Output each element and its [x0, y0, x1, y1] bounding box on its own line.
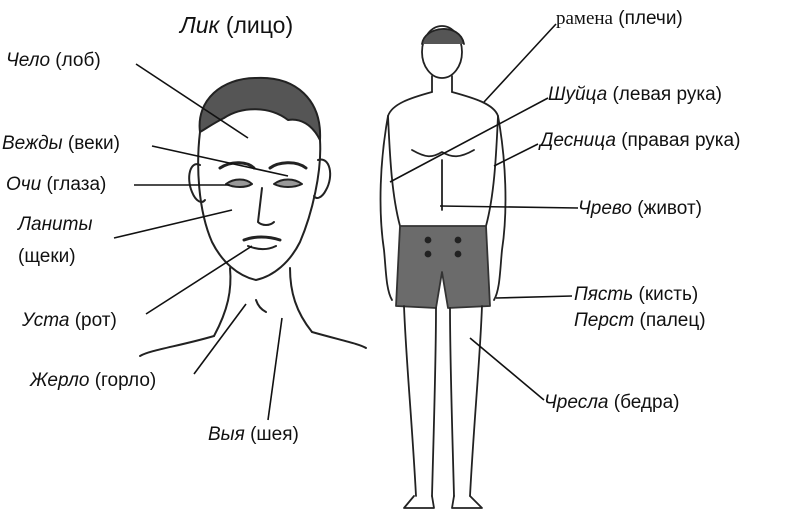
label-cheeks-old-word: Ланиты: [18, 214, 92, 235]
label-throat-modern: (горло): [95, 370, 157, 391]
label-cheeks-modern: (щеки): [18, 246, 76, 268]
face-drawing: [140, 78, 366, 356]
label-shoulders-modern: (плечи): [618, 8, 682, 29]
label-right-hand: Десница (правая рука): [540, 130, 740, 152]
label-belly-modern: (живот): [637, 198, 702, 219]
pointer-lines: [114, 24, 578, 420]
label-throat-old: Жерло: [30, 370, 89, 391]
label-right-hand-modern: (правая рука): [621, 130, 740, 151]
label-finger: Перст (палец): [574, 310, 706, 332]
label-brow-modern: (лоб): [55, 50, 100, 71]
label-neck-old: Выя: [208, 424, 245, 445]
label-belly-old: Чрево: [578, 198, 632, 219]
label-belly: Чрево (живот): [578, 198, 702, 220]
label-wrist: Пясть (кисть): [574, 284, 698, 306]
title-old-word: Лик: [180, 12, 219, 38]
label-mouth-old: Уста: [22, 310, 69, 331]
label-eyelids: Вежды (веки): [2, 133, 120, 155]
label-left-hand-old: Шуйца: [548, 84, 607, 105]
label-wrist-modern: (кисть): [639, 284, 699, 305]
label-eyes-old: Очи: [6, 174, 41, 195]
label-brow-old: Чело: [6, 50, 50, 71]
label-shoulders: рамена (плечи): [556, 8, 683, 30]
label-hips-old: Чресла: [544, 392, 609, 413]
title-modern-word: (лицо): [226, 12, 293, 38]
label-brow: Чело (лоб): [6, 50, 101, 72]
label-cheeks-modern-word: (щеки): [18, 246, 76, 267]
label-neck: Выя (шея): [208, 424, 299, 446]
label-cheeks-old: Ланиты: [18, 214, 92, 236]
label-eyes-modern: (глаза): [46, 174, 106, 195]
label-eyes: Очи (глаза): [6, 174, 106, 196]
label-left-hand: Шуйца (левая рука): [548, 84, 722, 106]
label-left-hand-modern: (левая рука): [612, 84, 721, 105]
label-mouth: Уста (рот): [22, 310, 117, 332]
label-shoulders-old: рамена: [556, 8, 613, 29]
label-hips: Чресла (бедра): [544, 392, 679, 414]
label-right-hand-old: Десница: [540, 130, 616, 151]
label-finger-old: Перст: [574, 310, 634, 331]
label-hips-modern: (бедра): [614, 392, 680, 413]
label-eyelids-modern: (веки): [68, 133, 120, 154]
title-label: Лик (лицо): [180, 14, 293, 36]
label-finger-modern: (палец): [640, 310, 706, 331]
label-throat: Жерло (горло): [30, 370, 156, 392]
label-mouth-modern: (рот): [75, 310, 117, 331]
label-wrist-old: Пясть: [574, 284, 633, 305]
label-neck-modern: (шея): [250, 424, 299, 445]
label-eyelids-old: Вежды: [2, 133, 63, 154]
